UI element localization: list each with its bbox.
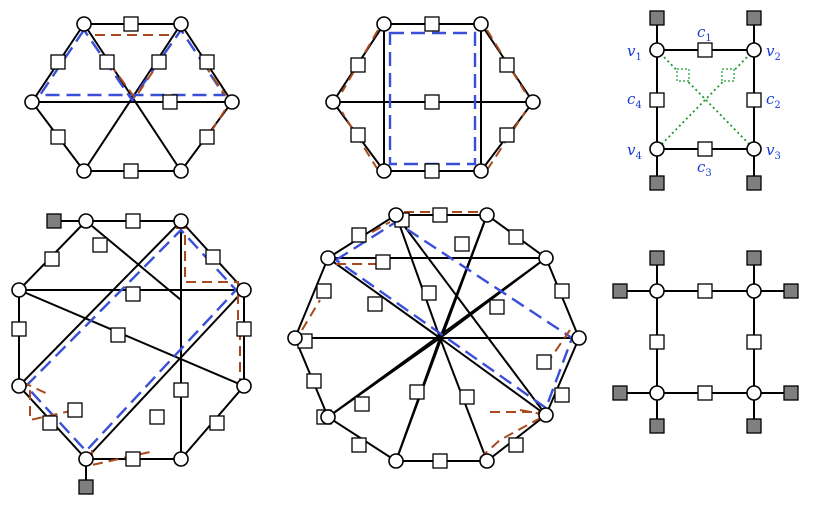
label-v1: v1 xyxy=(627,42,642,63)
highlighted-path-brown xyxy=(95,34,226,139)
check-nodes xyxy=(350,16,515,179)
vertex-nodes xyxy=(649,42,762,157)
hexagon-graph-square-cycle xyxy=(325,16,541,179)
graph-edges xyxy=(293,214,581,462)
vertex-nodes xyxy=(649,283,762,401)
vertex-nodes xyxy=(24,16,240,179)
highlighted-path-blue xyxy=(37,27,227,103)
check-nodes xyxy=(649,42,762,157)
labeled-square-graph: v1 v2 v3 v4 c1 c2 c3 c4 xyxy=(627,10,781,191)
check-nodes xyxy=(50,16,215,179)
graph-edges xyxy=(620,258,791,426)
highlighted-path-blue xyxy=(24,228,238,453)
octagon-graph xyxy=(11,213,252,495)
highlighted-path-blue xyxy=(333,220,574,410)
vertex-nodes xyxy=(325,16,541,179)
boundary-checks xyxy=(649,10,762,191)
node-labels: v1 v2 v3 v4 c1 c2 c3 c4 xyxy=(627,23,781,179)
boundary-checks xyxy=(612,250,799,434)
dotted-cross-connections xyxy=(656,49,755,150)
label-v4: v4 xyxy=(627,141,642,162)
label-c1: c1 xyxy=(697,23,712,44)
label-v2: v2 xyxy=(766,42,781,63)
vertex-nodes xyxy=(287,207,587,469)
label-c3: c3 xyxy=(697,158,712,179)
check-nodes xyxy=(11,213,252,467)
hexagon-graph-diagonal-cycle xyxy=(24,16,240,179)
graph-edges xyxy=(30,23,234,172)
dodecagon-graph xyxy=(287,207,587,469)
dotted-check-nodes xyxy=(676,68,735,82)
boundary-checks xyxy=(46,213,94,495)
label-c2: c2 xyxy=(766,90,781,111)
vertex-nodes xyxy=(11,213,252,467)
check-nodes xyxy=(649,283,762,401)
highlighted-path-brown xyxy=(21,227,241,467)
check-nodes xyxy=(297,207,570,469)
label-c4: c4 xyxy=(627,90,642,111)
highlighted-path-blue xyxy=(388,31,477,166)
square-graph-with-boundaries xyxy=(612,250,799,434)
label-v3: v3 xyxy=(766,141,781,162)
